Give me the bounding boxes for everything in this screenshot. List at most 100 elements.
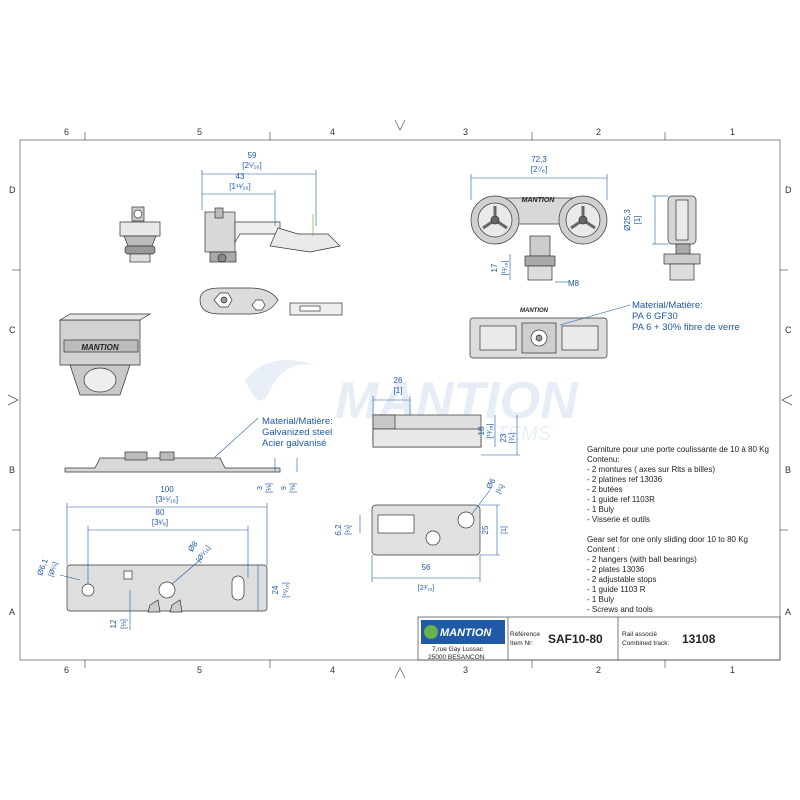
row-label-left-D: D: [9, 185, 16, 195]
dim-12-value: 12: [109, 619, 118, 628]
stop-top-view: [371, 504, 481, 556]
dim-25-3: [652, 195, 668, 245]
dim-80-inch: [3¹⁄₈]: [152, 518, 168, 527]
dim-72-inch: [2⁷⁄₈]: [531, 165, 547, 174]
dim-59-value: 59: [248, 151, 257, 160]
steel-plate-top-view: [66, 564, 268, 613]
col-label-top-4: 4: [330, 127, 335, 137]
hanger-3d-view: [58, 313, 152, 396]
note-en-line: Gear set for one only sliding door 10 to…: [587, 535, 748, 544]
dim-56-value: 56: [422, 563, 431, 572]
watermark-swoosh: [245, 360, 315, 401]
dim-3-inch: [⅛]: [266, 483, 273, 493]
logo-word: MANTION: [440, 627, 492, 639]
col-label-bottom-3: 3: [463, 665, 468, 675]
notes-spacer: [587, 525, 787, 535]
dim-17-value: 17: [490, 263, 499, 272]
dim-12-inch: [½]: [120, 619, 128, 629]
row-label-left-C: C: [9, 325, 16, 335]
row-label-right-D: D: [785, 185, 792, 195]
dim-23-value: 23: [499, 433, 508, 442]
leader-material-steel: [214, 417, 259, 458]
dim-80-value: 80: [156, 508, 165, 517]
dim-72-value: 72,3: [531, 155, 547, 164]
col-label-bottom-5: 5: [197, 665, 202, 675]
note-en-line: Content :: [587, 545, 620, 554]
material-steel-line-1: Material/Matière:: [262, 416, 333, 427]
dim-56-inch: [2³⁄₁₆]: [418, 585, 435, 592]
dim-100-80: [59, 503, 268, 630]
col-label-top-1: 1: [730, 127, 735, 137]
engraving-text-2: MANTION: [81, 343, 119, 352]
hanger-end-view: [119, 206, 161, 263]
double-wheel-hanger-view: [470, 195, 608, 281]
combined-track-label: Combined track:: [622, 640, 670, 647]
col-label-bottom-1: 1: [730, 665, 735, 675]
dim-6-2-inch: [¼]: [345, 525, 352, 535]
hanger-side-view: [204, 207, 341, 263]
material-steel-line-2: Galvanized steel: [262, 427, 333, 438]
dim-26-value: 26: [394, 376, 403, 385]
dim-100-inch: [3¹⁵⁄₁₆]: [156, 495, 178, 504]
dim-6-1-inch: [Ø¼]: [48, 561, 60, 578]
col-label-top-2: 2: [596, 127, 601, 137]
stop-side-view: [372, 414, 482, 448]
material-steel-line-3: Acier galvanisé: [262, 438, 327, 449]
address-line-1: 7,rue Gay Lussac: [432, 646, 484, 653]
engraving-text-1: MANTION: [522, 197, 556, 204]
address-line-2: 25000 BESANCON: [428, 654, 485, 661]
company-logo: MANTION: [421, 620, 505, 644]
dim-72-3: [470, 174, 608, 283]
dim-m8-label: M8: [568, 279, 580, 288]
col-label-bottom-6: 6: [64, 665, 69, 675]
dim-8-inch: [Ø⁵⁄₁₆]: [196, 544, 212, 563]
dim-100-value: 100: [160, 485, 174, 494]
dim-9-value: 9: [281, 486, 288, 490]
note-en-line: - Screws and tools: [587, 605, 653, 614]
dim-18-value: 18: [477, 426, 486, 435]
dim-24-inch: [¹⁵⁄₁₆]: [283, 582, 290, 598]
dim-56-25-6-2: [359, 489, 500, 582]
row-label-left-A: A: [9, 607, 15, 617]
row-label-right-A: A: [785, 607, 791, 617]
note-fr-line: - 1 Buly: [587, 505, 615, 514]
note-fr-line: - 2 montures ( axes sur Rlts a billes): [587, 465, 716, 474]
note-fr-line: - 2 platines ref 13036: [587, 475, 663, 484]
dim-43-inch: [1¹¹⁄₁₆]: [229, 182, 250, 191]
engraving-text-3: MANTION: [520, 308, 548, 314]
material-callout-top: Material/Matière: PA 6 GF30 PA 6 + 30% f…: [632, 300, 740, 333]
item-nr-label: Item Nr:: [510, 640, 533, 647]
dim-9-inch: [⅜]: [290, 483, 297, 493]
logo-mark: [424, 625, 438, 639]
note-en-line: - 2 plates 13036: [587, 565, 645, 574]
note-fr-line: Garniture pour une porte coulissante de …: [587, 445, 769, 454]
note-fr-line: Contenu:: [587, 455, 620, 464]
material-top-line-1: Material/Matière:: [632, 300, 703, 311]
col-label-top-3: 3: [463, 127, 468, 137]
wheel-side-view: [663, 195, 701, 281]
material-top-line-3: PA 6 + 30% fibre de verre: [632, 322, 740, 333]
note-en-line: - 1 Buly: [587, 595, 615, 604]
dim-3-value: 3: [257, 486, 264, 490]
note-fr-line: - 1 guide ref 1103R: [587, 495, 655, 504]
dim-18-inch: [¹¹⁄₁₆]: [487, 423, 494, 438]
dim-17-inch: [¹¹⁄₁₆]: [502, 260, 509, 275]
dim-59: [201, 170, 317, 226]
dim-8-value: Ø8: [186, 539, 200, 553]
dim-6-inch: [¼]: [495, 483, 506, 495]
dim-26-18-23: [372, 396, 520, 456]
steel-plate-side-view: [64, 451, 281, 473]
dim-6-value: Ø6: [484, 476, 497, 490]
kit-contents-notes: Garniture pour une porte coulissante de …: [587, 445, 787, 615]
dim-25-3-value: Ø25,3: [623, 209, 632, 231]
dim-25-inch: [1]: [501, 526, 508, 534]
drawing-frame: [7, 119, 793, 679]
dim-25-value: 25: [481, 525, 490, 534]
note-en-line: - 2 hangers (with ball bearings): [587, 555, 697, 564]
col-label-top-5: 5: [197, 127, 202, 137]
col-label-bottom-2: 2: [596, 665, 601, 675]
note-fr-line: - Visserie et outils: [587, 515, 650, 524]
rail-label: Rail associé: [622, 631, 657, 638]
dim-59-inch: [2⁵⁄₁₆]: [242, 161, 261, 170]
